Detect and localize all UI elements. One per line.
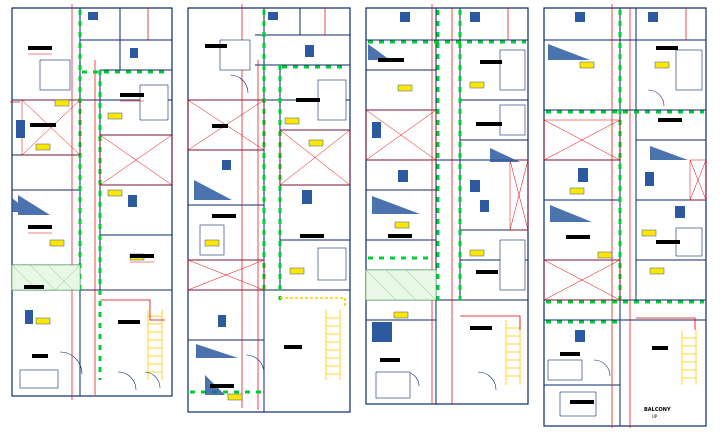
corner-room-title: BALCONY [644,407,671,413]
plan-1 [10,4,173,400]
plan-4 [543,4,707,428]
plan-3 [365,4,529,405]
plan-2 [187,4,351,413]
corner-room-sub: UP [652,414,658,419]
